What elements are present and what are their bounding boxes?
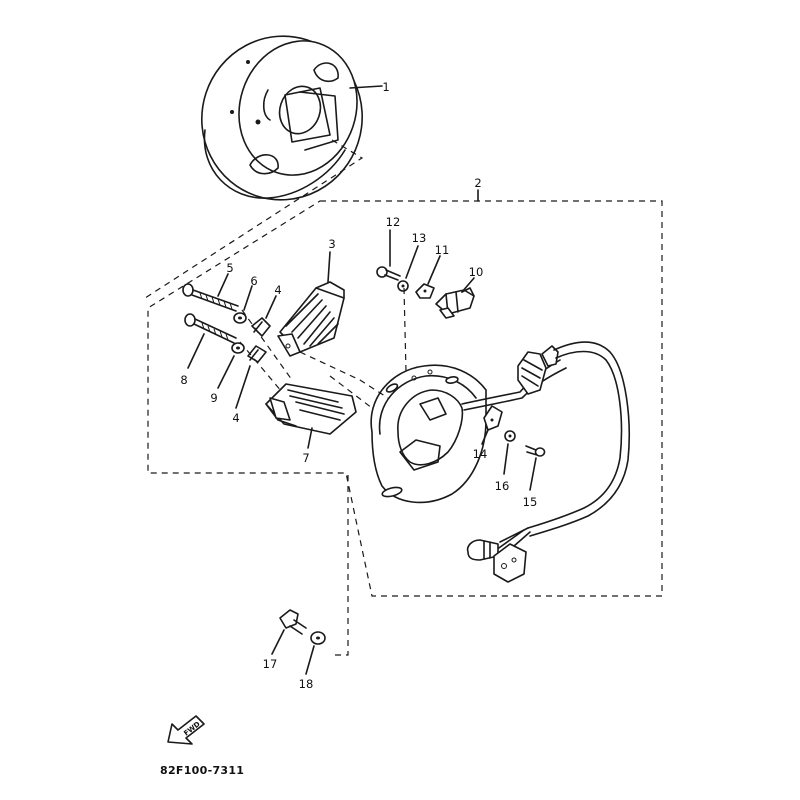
part-label-8: 8	[180, 373, 187, 387]
leader-line-14	[481, 429, 489, 445]
part-label-4-upper: 4	[274, 283, 281, 297]
part-label-15: 15	[523, 495, 538, 509]
washer-13	[397, 280, 409, 292]
leader-line-4-upper	[265, 295, 277, 319]
part-label-12: 12	[386, 215, 401, 229]
part-label-18: 18	[299, 677, 314, 691]
screw-5	[182, 283, 239, 312]
washer-6	[233, 312, 247, 324]
leader-line-16	[503, 443, 509, 475]
leader-line-8	[187, 333, 205, 369]
part-label-10: 10	[469, 265, 484, 279]
stator-assembly-boundary	[147, 200, 663, 597]
assembly-line-1	[141, 139, 364, 301]
washer-18	[310, 631, 326, 645]
bolt-17	[279, 609, 307, 635]
leader-line-18	[305, 645, 315, 675]
leader-line-5	[217, 273, 229, 297]
leader-line-13	[405, 245, 419, 279]
part-label-17: 17	[263, 657, 278, 671]
assembly-line-17	[332, 475, 349, 656]
part-label-13: 13	[412, 231, 427, 245]
leader-line-9	[217, 355, 235, 389]
part-label-9: 9	[210, 391, 217, 405]
screw-8	[184, 313, 237, 344]
leader-line-4-lower	[235, 365, 251, 409]
clamp-14	[483, 405, 503, 431]
holder-11	[415, 283, 435, 299]
leader-line-1	[349, 85, 383, 89]
pulser-coil-10	[435, 287, 475, 319]
part-label-6: 6	[250, 274, 257, 288]
assembly-line-coil-7	[329, 375, 373, 409]
washer-16	[504, 430, 516, 442]
washer-9	[231, 342, 245, 354]
leader-line-7	[307, 427, 313, 449]
assembly-line-coil-3	[299, 351, 389, 399]
part-label-11: 11	[435, 243, 450, 257]
leader-line-6	[243, 285, 253, 311]
part-label-4-lower: 4	[232, 411, 239, 425]
charge-coil	[277, 281, 345, 357]
leader-line-3	[327, 251, 331, 283]
assembly-line-12	[403, 287, 407, 373]
part-label-7: 7	[302, 451, 309, 465]
assembly-line-screws	[239, 309, 293, 393]
leader-line-15	[529, 457, 537, 491]
part-label-1: 1	[382, 80, 389, 94]
lighting-coil	[265, 383, 357, 435]
screw-12	[376, 266, 401, 281]
diagram-code: 82F100-7311	[160, 764, 244, 777]
part-label-16: 16	[495, 479, 510, 493]
part-label-3: 3	[328, 237, 335, 251]
part-label-2: 2	[474, 176, 481, 190]
leader-line-17	[271, 629, 285, 655]
clamp-4-upper	[251, 317, 271, 337]
screw-15	[525, 445, 546, 457]
forward-direction-arrow-icon: FWD	[167, 715, 205, 745]
leader-line-10	[461, 277, 475, 293]
flywheel-rotor	[201, 35, 363, 201]
part-label-5: 5	[226, 261, 233, 275]
wire-harness	[461, 341, 630, 583]
leader-line-11	[427, 255, 441, 285]
part-label-14: 14	[473, 447, 488, 461]
stator-base-plate	[370, 364, 487, 504]
